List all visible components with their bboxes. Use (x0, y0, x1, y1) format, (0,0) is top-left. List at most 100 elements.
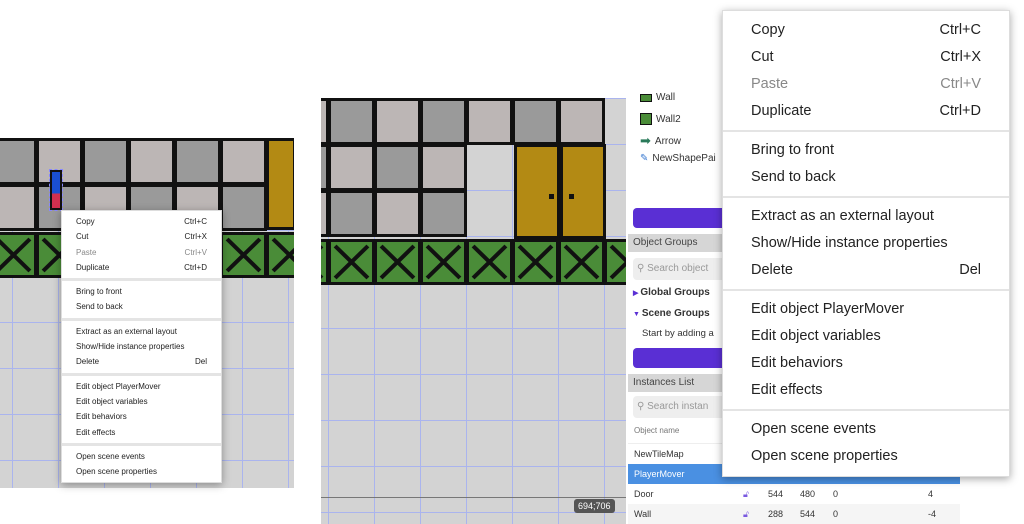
menu-item-edit-object-variables[interactable]: Edit object variables (723, 323, 1009, 350)
menu-item-open-scene-properties[interactable]: Open scene properties (723, 443, 1009, 470)
floor-tile[interactable] (128, 138, 175, 185)
floor-tile[interactable] (558, 98, 605, 145)
wall-tile[interactable] (321, 239, 329, 285)
menu-item-bring-to-front[interactable]: Bring to front (62, 284, 221, 299)
menu-item-shortcut: Ctrl+D (184, 262, 207, 272)
door[interactable] (514, 144, 560, 239)
menu-item-open-scene-events[interactable]: Open scene events (723, 416, 1009, 443)
floor-tile[interactable] (374, 144, 421, 191)
wall-tile[interactable] (512, 239, 559, 285)
menu-item-shortcut: Ctrl+X (940, 49, 981, 65)
floor-tile[interactable] (420, 144, 467, 191)
floor-tile[interactable] (321, 144, 329, 191)
menu-item-label: Cut (76, 232, 89, 242)
wall-tile[interactable] (558, 239, 605, 285)
floor-tile[interactable] (220, 184, 267, 231)
wall-tile[interactable] (374, 239, 421, 285)
menu-item-edit-object-variables[interactable]: Edit object variables (62, 394, 221, 409)
floor-tile[interactable] (82, 138, 129, 185)
door[interactable] (266, 138, 294, 230)
menu-item-edit-object-playermover[interactable]: Edit object PlayerMover (723, 296, 1009, 323)
menu-item-show-hide-instance-properties[interactable]: Show/Hide instance properties (62, 339, 221, 354)
menu-item-label: Open scene properties (751, 448, 898, 464)
menu-item-edit-effects[interactable]: Edit effects (62, 425, 221, 440)
floor-tile[interactable] (420, 98, 467, 145)
menu-item-open-scene-events[interactable]: Open scene events (62, 449, 221, 464)
floor-tile[interactable] (374, 190, 421, 237)
menu-item-edit-object-playermover[interactable]: Edit object PlayerMover (62, 379, 221, 394)
menu-item-shortcut: Del (194, 357, 207, 367)
menu-item-label: Copy (76, 217, 95, 226)
floor-tile[interactable] (321, 98, 329, 145)
menu-item-label: Edit object variables (751, 328, 881, 344)
menu-item-label: Show/Hide instance properties (751, 235, 948, 251)
menu-item-send-to-back[interactable]: Send to back (723, 164, 1009, 191)
floor-tile[interactable] (220, 138, 267, 185)
menu-item-label: Edit effects (751, 382, 823, 398)
menu-item-open-scene-properties[interactable]: Open scene properties (62, 464, 221, 479)
menu-item-edit-behaviors[interactable]: Edit behaviors (723, 350, 1009, 377)
menu-item-shortcut: Ctrl+D (939, 103, 982, 119)
wall-tile[interactable] (604, 239, 626, 285)
menu-item-cut[interactable]: Cut Ctrl+X (723, 44, 1009, 71)
object-item[interactable]: ✎NewShapePai (640, 153, 716, 164)
menu-item-label: Send to back (751, 169, 836, 185)
menu-item-shortcut: Ctrl+C (939, 22, 982, 38)
wall-tile[interactable] (420, 239, 467, 285)
wall-tile[interactable] (328, 239, 375, 285)
menu-item-label: Paste (751, 76, 789, 92)
floor-tile[interactable] (0, 138, 37, 185)
scene-groups-toggle[interactable]: ▼ Scene Groups (633, 308, 710, 319)
global-groups-toggle[interactable]: ▶ Global Groups (633, 287, 710, 298)
door[interactable] (560, 144, 606, 239)
menu-item-label: Bring to front (76, 287, 122, 297)
wall-tile[interactable] (266, 232, 294, 278)
wall-tile[interactable] (220, 232, 267, 278)
menu-item-duplicate[interactable]: Duplicate Ctrl+D (723, 98, 1009, 125)
wall-tile[interactable] (466, 239, 513, 285)
object-item[interactable]: Wall (640, 92, 675, 103)
object-item[interactable]: Wall2 (640, 113, 681, 125)
player-mover-instance[interactable] (49, 169, 63, 211)
menu-separator (62, 278, 221, 282)
menu-item-bring-to-front[interactable]: Bring to front (723, 137, 1009, 164)
menu-item-label: Cut (751, 49, 774, 65)
unlock-icon[interactable]: 🔓︎ (743, 489, 749, 499)
scene-canvas-zoomed[interactable] (321, 98, 626, 524)
floor-tile[interactable] (174, 138, 221, 185)
object-item[interactable]: ➡Arrow (640, 133, 682, 148)
wall-tile[interactable] (0, 232, 37, 278)
floor-tile[interactable] (466, 98, 513, 145)
menu-item-edit-effects[interactable]: Edit effects (723, 377, 1009, 404)
menu-item-label: Bring to front (751, 142, 835, 158)
menu-item-edit-behaviors[interactable]: Edit behaviors (62, 409, 221, 424)
floor-tile[interactable] (374, 98, 421, 145)
menu-item-extract-as-an-external-layout[interactable]: Extract as an external layout (723, 203, 1009, 230)
floor-tile[interactable] (321, 190, 329, 237)
unlock-icon[interactable]: 🔓︎ (743, 509, 749, 519)
menu-item-send-to-back[interactable]: Send to back (62, 299, 221, 314)
floor-tile[interactable] (328, 98, 375, 145)
menu-item-show-hide-instance-properties[interactable]: Show/Hide instance properties (723, 230, 1009, 257)
door-knob (549, 194, 554, 199)
menu-separator (723, 409, 1009, 411)
floor-tile[interactable] (512, 98, 559, 145)
floor-tile[interactable] (420, 190, 467, 237)
menu-item-extract-as-an-external-layout[interactable]: Extract as an external layout (62, 324, 221, 339)
floor-tile[interactable] (328, 144, 375, 191)
floor-tile[interactable] (0, 184, 37, 231)
menu-item-label: Duplicate (751, 103, 812, 119)
floor-tile[interactable] (328, 190, 375, 237)
menu-item-label: Extract as an external layout (76, 326, 177, 336)
menu-item-shortcut: Ctrl+V (184, 247, 207, 257)
